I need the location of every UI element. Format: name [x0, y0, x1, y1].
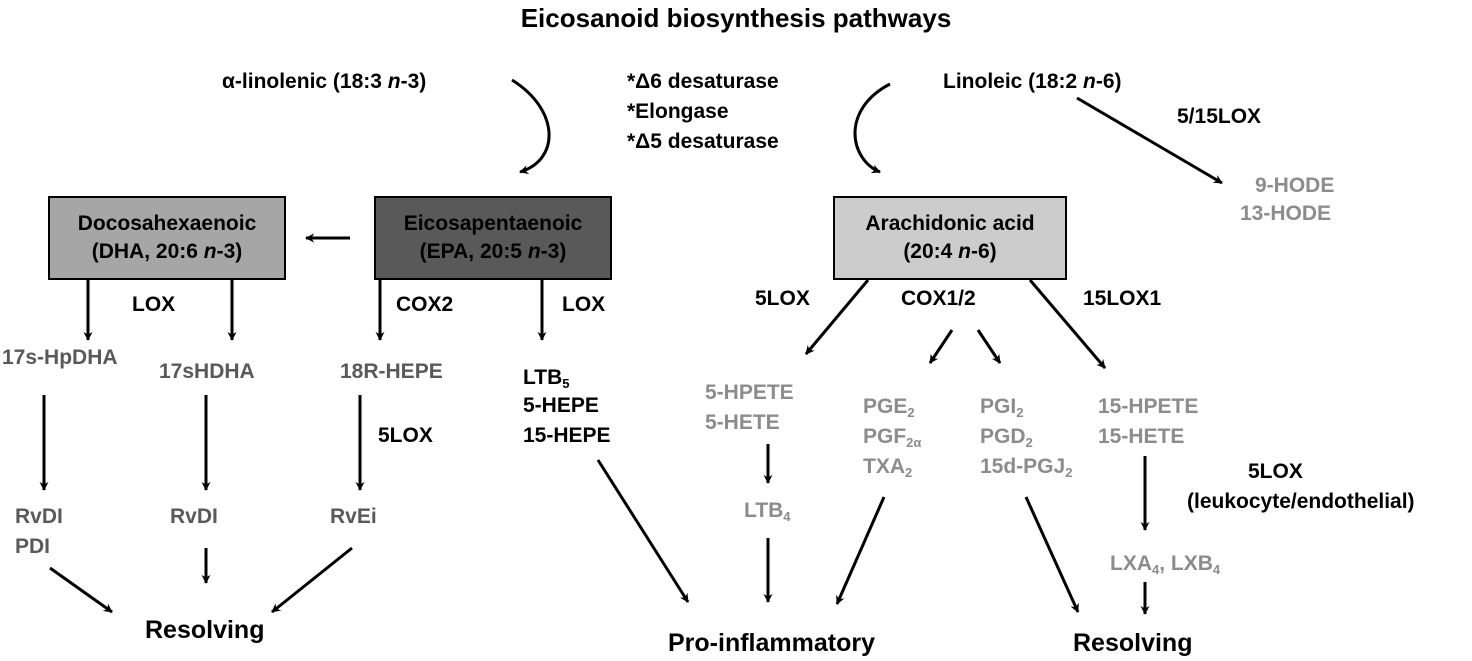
arrow-alpha-to-epa	[511, 78, 551, 174]
aa-box-line2: (20:4 n-6)	[903, 240, 997, 263]
pge2-label: PGE2	[863, 395, 915, 420]
resolving-left-label: Resolving	[145, 616, 265, 644]
lox-epa-label: LOX	[562, 293, 606, 316]
rvdi-mid-label: RvDI	[170, 505, 218, 528]
arrow-cox-to-pgi2	[976, 329, 1002, 364]
resolving-right-label: Resolving	[1073, 629, 1193, 657]
ltb5-label: LTB5	[523, 366, 570, 391]
pgi2-label: PGI2	[980, 395, 1024, 420]
alpha-linolenic-label: α-linolenic (18:3 n-3)	[222, 70, 427, 93]
15d-pgj2-label: 15d-PGJ2	[980, 455, 1073, 480]
15-hepe-label: 15-HEPE	[523, 424, 611, 447]
arrow-aa-to-5hpete	[804, 279, 870, 355]
elongase-label: *Elongase	[627, 100, 729, 123]
arrow-linoleic-to-aa	[853, 82, 891, 174]
arrow-cox-to-pge2	[928, 329, 954, 364]
15lox1-label: 15LOX1	[1083, 287, 1162, 310]
arrow-pdi-to-resolving	[49, 566, 113, 614]
rvei-label: RvEi	[330, 505, 377, 528]
5lox-right-label: 5LOX	[1248, 460, 1303, 483]
linoleic-label: Linoleic (18:2 n-6)	[943, 70, 1122, 93]
dha-box: Docosahexaenoic (DHA, 20:6 n-3)	[48, 196, 286, 280]
17s-hpdha-label: 17s-HpDHA	[2, 346, 118, 369]
18r-hepe-label: 18R-HEPE	[340, 360, 443, 383]
15-hete-label: 15-HETE	[1098, 425, 1185, 448]
cox2-label: COX2	[396, 293, 454, 316]
arrow-hepe-to-pro	[596, 459, 690, 603]
dha-box-line2: (DHA, 20:6 n-3)	[91, 240, 243, 263]
aa-box-line1: Arachidonic acid	[865, 212, 1035, 235]
pdi-label: PDI	[15, 535, 51, 558]
pro-inflammatory-label: Pro-inflammatory	[668, 629, 875, 657]
epa-box-line2: (EPA, 20:5 n-3)	[419, 240, 567, 263]
aa-box: Arachidonic acid (20:4 n-6)	[833, 196, 1067, 280]
dha-box-line1: Docosahexaenoic	[77, 212, 257, 235]
epa-box: Eicosapentaenoic (EPA, 20:5 n-3)	[374, 196, 612, 280]
lox-dha-label: LOX	[132, 293, 176, 316]
5-hepe-label: 5-HEPE	[523, 394, 599, 417]
pgf2a-label: PGF2α	[863, 425, 922, 450]
pgd2-label: PGD2	[980, 425, 1033, 450]
leukocyte-endothelial-label: (leukocyte/endothelial)	[1187, 490, 1415, 513]
ltb4-label: LTB4	[744, 499, 791, 524]
rvdi-left-label: RvDI	[15, 505, 63, 528]
13-hode-label: 13-HODE	[1240, 202, 1332, 225]
5lox-aa-label: 5LOX	[755, 287, 810, 310]
9-hode-label: 9-HODE	[1255, 174, 1335, 197]
arrow-linoleic-to-hode	[1076, 96, 1223, 185]
cox12-label: COX1/2	[901, 287, 976, 310]
txa2-label: TXA2	[863, 455, 913, 480]
arrow-pgj2-to-resolving	[1024, 496, 1080, 613]
arrow-aa-to-15hpete	[1028, 279, 1107, 369]
5-15lox-label: 5/15LOX	[1177, 105, 1262, 128]
15-hpete-label: 15-HPETE	[1098, 395, 1199, 418]
delta5-desaturase-label: *Δ5 desaturase	[627, 130, 779, 153]
lxa4-lxb4-label: LXA4, LXB4	[1110, 552, 1221, 577]
delta6-desaturase-label: *Δ6 desaturase	[627, 70, 779, 93]
17shdha-label: 17sHDHA	[159, 360, 255, 383]
5-hete-label: 5-HETE	[705, 411, 780, 434]
epa-box-line1: Eicosapentaenoic	[403, 212, 583, 235]
diagram-title: Eicosanoid biosynthesis pathways	[520, 3, 952, 33]
arrow-txa2-to-pro	[835, 496, 886, 605]
5lox-left-label: 5LOX	[378, 424, 433, 447]
arrow-rvei-to-resolving	[271, 546, 353, 614]
5-hpete-label: 5-HPETE	[705, 381, 794, 404]
